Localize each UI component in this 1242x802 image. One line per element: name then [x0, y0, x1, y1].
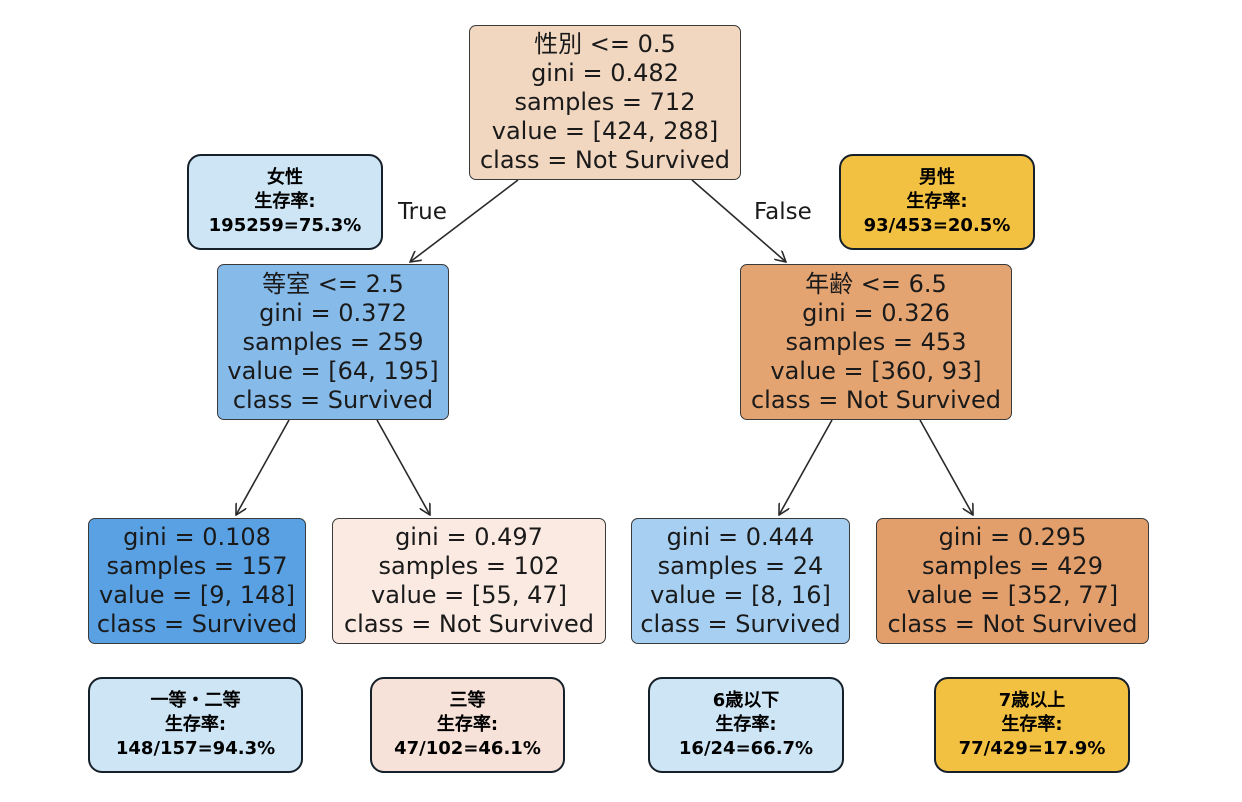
annotation-rate: 195259=75.3% [208, 215, 362, 236]
node-value: value = [9, 148] [99, 581, 295, 609]
annotation-label: 生存率: [1001, 714, 1063, 735]
node-value: value = [55, 47] [371, 581, 567, 609]
annotation-label: 生存率: [715, 714, 777, 735]
edge-left-leaf1 [236, 419, 290, 515]
edge-right-leaf4 [919, 419, 973, 515]
node-value: value = [352, 77] [906, 581, 1119, 609]
annotation-title: 男性 [919, 167, 955, 188]
annotation-rate: 16/24=66.7% [678, 738, 814, 759]
annotation-title: 6歳以下 [712, 690, 780, 711]
node-samples: samples = 102 [378, 552, 560, 580]
node-value: value = [8, 16] [650, 581, 831, 609]
annotation-class12: 一等・二等 生存率: 148/157=94.3% [88, 677, 303, 773]
annotation-rate: 148/157=94.3% [115, 738, 276, 759]
edge-label-false: False [754, 199, 812, 225]
annotation-female: 女性 生存率: 195259=75.3% [187, 154, 383, 250]
annotation-title: 三等 [449, 690, 486, 711]
node-samples: samples = 712 [514, 88, 696, 116]
node-value: value = [360, 93] [770, 356, 982, 385]
annotation-label: 生存率: [906, 191, 968, 212]
node-samples: samples = 157 [106, 552, 288, 580]
annotation-title: 女性 [267, 167, 303, 188]
node-samples: samples = 453 [785, 327, 967, 356]
leaf-node-2: gini = 0.497 samples = 102 value = [55, … [332, 518, 606, 644]
leaf-node-3: gini = 0.444 samples = 24 value = [8, 16… [631, 518, 850, 644]
node-gini: gini = 0.295 [938, 523, 1087, 551]
annotation-label: 生存率: [254, 191, 316, 212]
node-gini: gini = 0.497 [395, 523, 543, 551]
edge-root-right [691, 179, 786, 262]
annotation-under6: 6歳以下 生存率: 16/24=66.7% [648, 677, 844, 773]
node-samples: samples = 24 [657, 552, 824, 580]
edge-right-leaf3 [779, 419, 833, 515]
edge-left-leaf2 [376, 419, 430, 515]
leaf-node-1: gini = 0.108 samples = 157 value = [9, 1… [88, 518, 306, 644]
annotation-title: 一等・二等 [150, 690, 241, 711]
node-root: 性別 <= 0.5 gini = 0.482 samples = 712 val… [469, 25, 741, 180]
annotation-label: 生存率: [164, 714, 227, 735]
annotation-class3: 三等 生存率: 47/102=46.1% [370, 677, 565, 773]
edge-label-true: True [398, 199, 447, 225]
node-class: class = Not Survived [750, 385, 1001, 414]
node-split: 性別 <= 0.5 [534, 30, 676, 58]
node-gini: gini = 0.372 [259, 298, 407, 327]
node-samples: samples = 259 [242, 327, 424, 356]
leaf-node-4: gini = 0.295 samples = 429 value = [352,… [876, 518, 1149, 644]
node-value: value = [424, 288] [491, 117, 719, 145]
node-gini: gini = 0.108 [123, 523, 271, 551]
node-class: class = Not Survived [479, 146, 730, 174]
node-gini: gini = 0.482 [531, 59, 679, 87]
annotation-male: 男性 生存率: 93/453=20.5% [839, 154, 1035, 250]
node-left: 等室 <= 2.5 gini = 0.372 samples = 259 val… [217, 264, 449, 420]
node-split: 等室 <= 2.5 [262, 269, 404, 298]
node-gini: gini = 0.444 [666, 523, 815, 551]
annotation-title: 7歳以上 [998, 690, 1066, 711]
annotation-rate: 77/429=17.9% [958, 738, 1106, 759]
node-class: class = Not Survived [343, 610, 594, 638]
node-class: class = Survived [96, 610, 298, 638]
node-right: 年齢 <= 6.5 gini = 0.326 samples = 453 val… [740, 264, 1012, 420]
node-class: class = Not Survived [887, 610, 1138, 638]
edge-root-left [410, 179, 519, 262]
node-split: 年齢 <= 6.5 [805, 269, 947, 298]
node-gini: gini = 0.326 [802, 298, 950, 327]
node-class: class = Survived [232, 385, 434, 414]
annotation-rate: 47/102=46.1% [394, 738, 541, 759]
annotation-over7: 7歳以上 生存率: 77/429=17.9% [934, 677, 1130, 773]
annotation-rate: 93/453=20.5% [863, 215, 1011, 236]
node-class: class = Survived [640, 610, 841, 638]
annotation-label: 生存率: [436, 714, 499, 735]
node-value: value = [64, 195] [227, 356, 439, 385]
node-samples: samples = 429 [922, 552, 1103, 580]
